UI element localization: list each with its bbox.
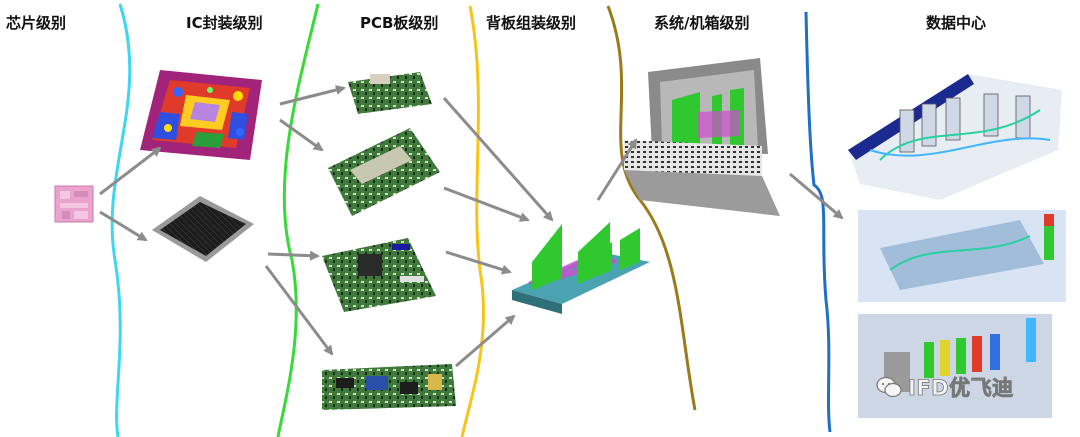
arrow-ic-to-pcb-2 [279, 118, 324, 152]
divider-line-2 [276, 3, 320, 437]
divider-line-3 [460, 5, 486, 437]
arrow-pcb4-to-backplane [455, 314, 516, 368]
divider-line-1 [110, 3, 132, 437]
arrow-pcb2-to-backplane [443, 186, 530, 222]
datacenter-airflow-image-3 [858, 314, 1052, 418]
flow-arrows [99, 85, 844, 368]
arrow-pcb3-to-backplane [445, 250, 512, 275]
arrow-ic-to-pcb-1 [279, 85, 346, 106]
arrow-chip-to-ic-bottom [99, 210, 148, 242]
arrow-ic-to-pcb-3 [267, 250, 320, 261]
header-data-center: 数据中心 [926, 14, 987, 32]
arrow-ic-to-pcb-4 [264, 265, 334, 356]
divider-line-5 [804, 11, 832, 433]
backplane-assembly-image [512, 222, 650, 314]
pcb-board-image-2 [328, 128, 440, 216]
header-backplane-level: 背板组装级别 [486, 14, 577, 32]
header-pcb-level: PCB板级别 [360, 14, 439, 32]
chip-die-image [54, 185, 94, 223]
arrow-backplane-to-system [596, 138, 638, 201]
arrow-chip-to-ic-top [99, 146, 162, 196]
watermark-text: IFD优飞迪 [908, 376, 1014, 401]
datacenter-airflow-image-2 [858, 210, 1066, 302]
watermark: IFD优飞迪 [876, 372, 1056, 402]
arrow-pcb1-to-backplane [442, 97, 554, 222]
wechat-icon [876, 376, 902, 398]
pcb-board-image-1 [348, 72, 432, 114]
pcb-motherboard-image [322, 238, 436, 312]
header-ic-package-level: IC封装级别 [186, 14, 263, 32]
arrow-system-to-datacenter [789, 172, 844, 220]
ic-package-thermal-map-image [140, 70, 262, 160]
header-system-chassis-level: 系统/机箱级别 [654, 14, 750, 32]
divider-line-4 [606, 5, 697, 411]
datacenter-airflow-image-1 [848, 74, 1062, 200]
ic-qfp-package-image [152, 196, 254, 262]
system-chassis-image [624, 58, 780, 216]
header-chip-level: 芯片级别 [6, 14, 67, 32]
pcb-board-image-4 [322, 364, 456, 410]
